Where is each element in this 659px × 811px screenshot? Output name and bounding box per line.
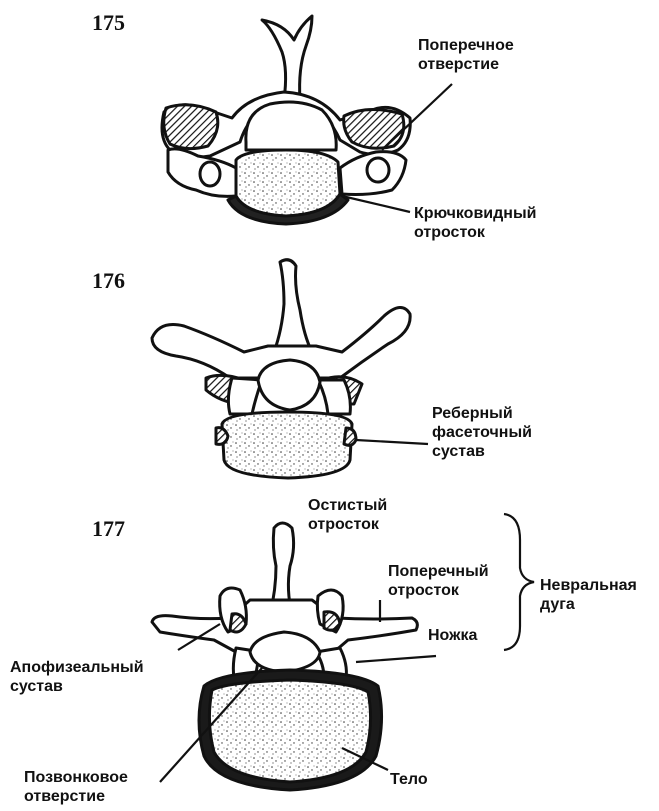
label-vertebral-foramen: Позвонковое отверстие — [24, 768, 128, 806]
figure-number-177: 177 — [92, 516, 125, 542]
label-pedicle: Ножка — [428, 626, 477, 645]
label-costal-facet-joint: Реберный фасеточный сустав — [432, 404, 532, 461]
vertebra-176-thoracic — [152, 260, 428, 478]
label-apophyseal-joint: Апофизеальный сустав — [10, 658, 144, 696]
label-neural-arch: Невральная дуга — [540, 576, 637, 614]
label-uncinate-process: Крючковидный отросток — [414, 204, 536, 242]
neural-arch-bracket — [504, 514, 534, 650]
label-spinous-process: Остистый отросток — [308, 496, 387, 534]
figure-number-176: 176 — [92, 268, 125, 294]
label-body: Тело — [390, 770, 428, 789]
label-transverse-process: Поперечный отросток — [388, 562, 489, 600]
label-transverse-foramen: Поперечное отверстие — [418, 36, 514, 74]
figure-number-175: 175 — [92, 10, 125, 36]
vertebra-175-cervical — [162, 16, 452, 224]
